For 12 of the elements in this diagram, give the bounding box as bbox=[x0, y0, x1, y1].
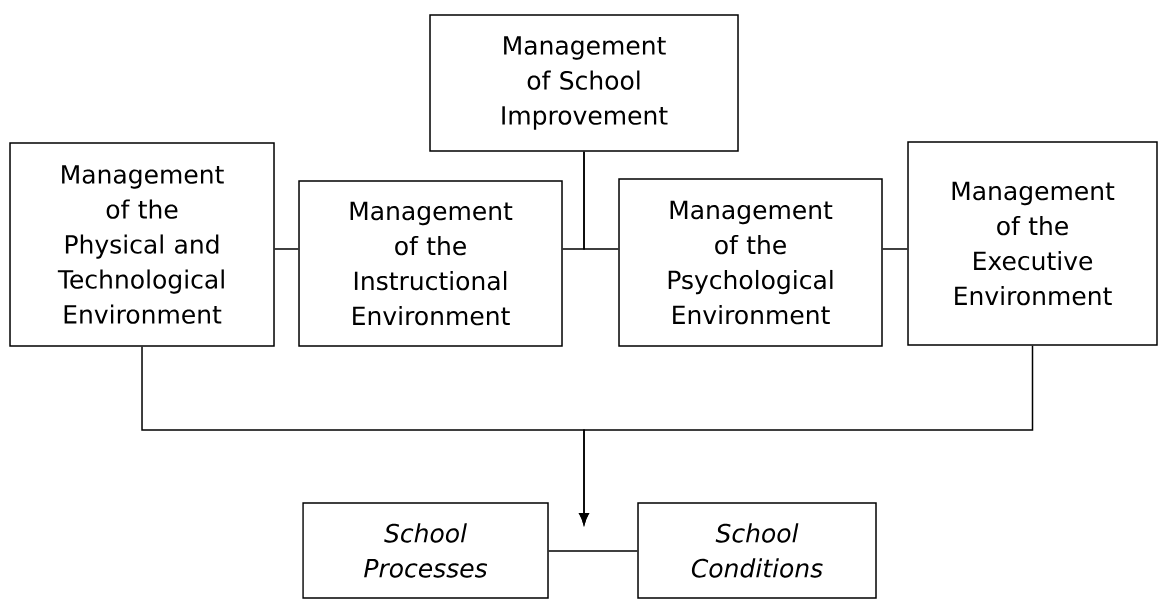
connector-line bbox=[882, 248, 908, 250]
connector-line bbox=[274, 248, 299, 250]
connector-line bbox=[548, 550, 638, 552]
process-box: Management of the Psychological Environment bbox=[618, 178, 883, 347]
arrow bbox=[579, 345, 1034, 525]
process-box: School Processes bbox=[302, 502, 549, 599]
process-box: Management of the Executive Environment bbox=[907, 141, 1158, 346]
connector-line bbox=[583, 151, 619, 250]
process-box: Management of the Physical and Technological Environment bbox=[9, 142, 275, 347]
process-box: School Conditions bbox=[637, 502, 877, 599]
process-box: Management of School Improvement bbox=[429, 14, 739, 152]
process-box: Management of the Instructional Environment bbox=[298, 180, 563, 347]
